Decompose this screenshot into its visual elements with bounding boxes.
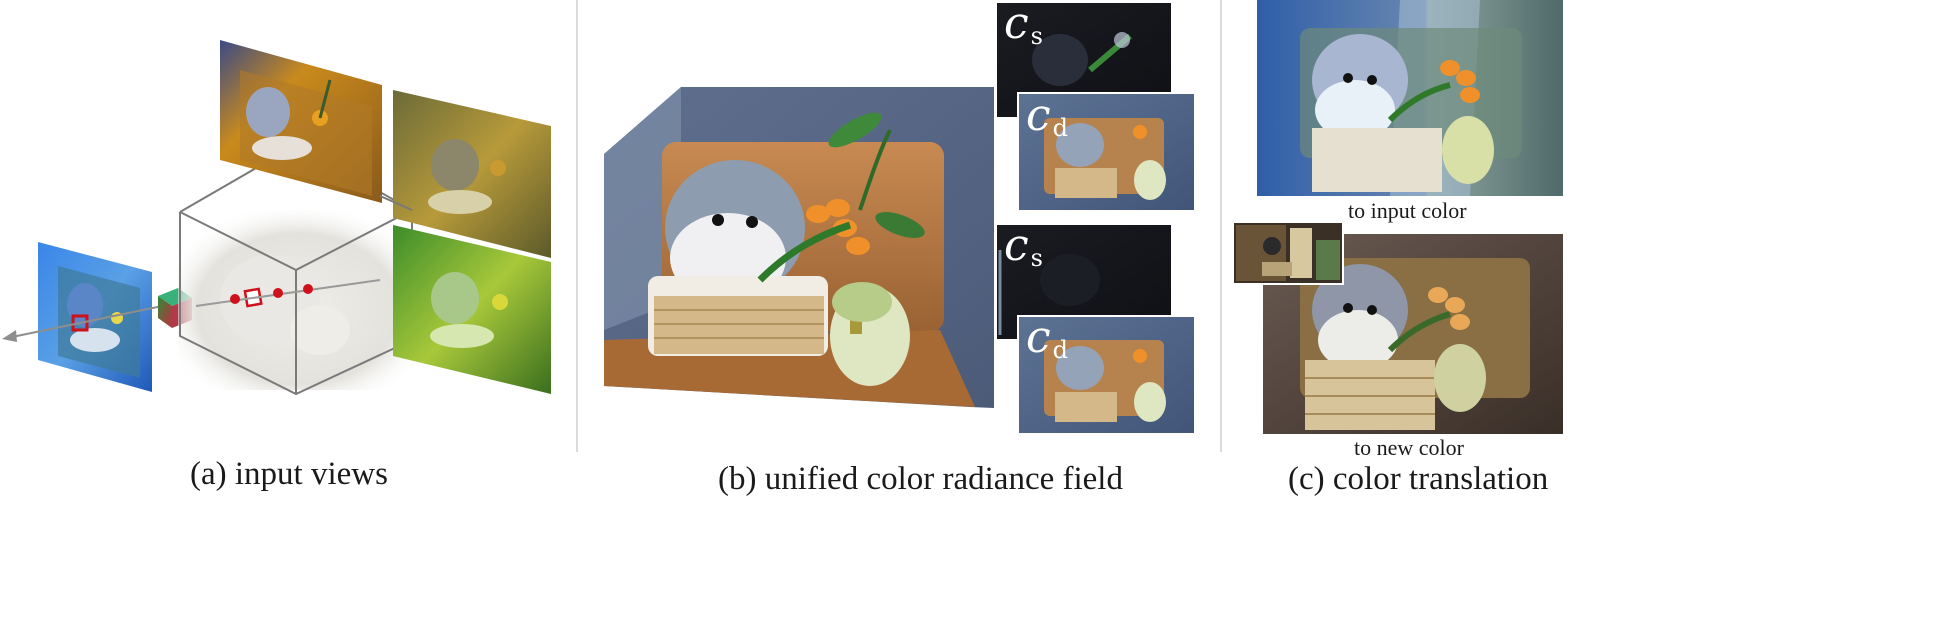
panel-a-input-views	[2, 40, 551, 396]
symbol-letter: c	[1004, 0, 1029, 49]
translated-input-color-image	[1257, 0, 1563, 196]
sample-point-icon	[303, 284, 313, 294]
translated-new-color-image	[1263, 234, 1563, 434]
output-ray-arrow	[2, 303, 173, 342]
symbol-letter: c	[1026, 312, 1051, 363]
panel-a-caption: (a) input views	[190, 456, 388, 492]
new-color-label: to new color	[1354, 435, 1464, 460]
panel-c-color-translation	[1232, 0, 1563, 434]
panel-b-radiance-field	[604, 1, 1196, 435]
diffuse-color-symbol: cd	[1026, 94, 1069, 142]
rendered-view-blue	[38, 242, 152, 392]
input-color-label: to input color	[1348, 198, 1467, 223]
specular-color-symbol: cs	[1004, 224, 1043, 272]
panel-c-caption: (c) color translation	[1288, 461, 1549, 497]
input-view-orange	[220, 40, 382, 203]
symbol-letter: c	[1004, 220, 1029, 271]
pixel-marker-icon	[71, 314, 89, 332]
specular-color-symbol: cs	[1004, 0, 1043, 50]
diffuse-map-top	[1017, 92, 1196, 212]
main-render-image	[604, 87, 994, 408]
symbol-letter: c	[1026, 90, 1051, 141]
panel-b-caption: (b) unified color radiance field	[718, 461, 1123, 497]
diffuse-map-bottom	[1017, 315, 1196, 435]
radiance-field-cube	[178, 143, 418, 396]
symbol-subscript: s	[1030, 244, 1043, 272]
symbol-subscript: d	[1052, 114, 1069, 142]
symbol-subscript: s	[1030, 22, 1043, 50]
input-view-green	[393, 225, 551, 394]
reference-style-image	[1232, 221, 1344, 285]
sample-point-icon	[273, 288, 283, 298]
diffuse-color-symbol: cd	[1026, 316, 1069, 364]
symbol-subscript: d	[1052, 336, 1069, 364]
input-view-yellow	[393, 90, 551, 258]
sample-point-icon	[230, 294, 240, 304]
camera-ray	[195, 279, 381, 307]
